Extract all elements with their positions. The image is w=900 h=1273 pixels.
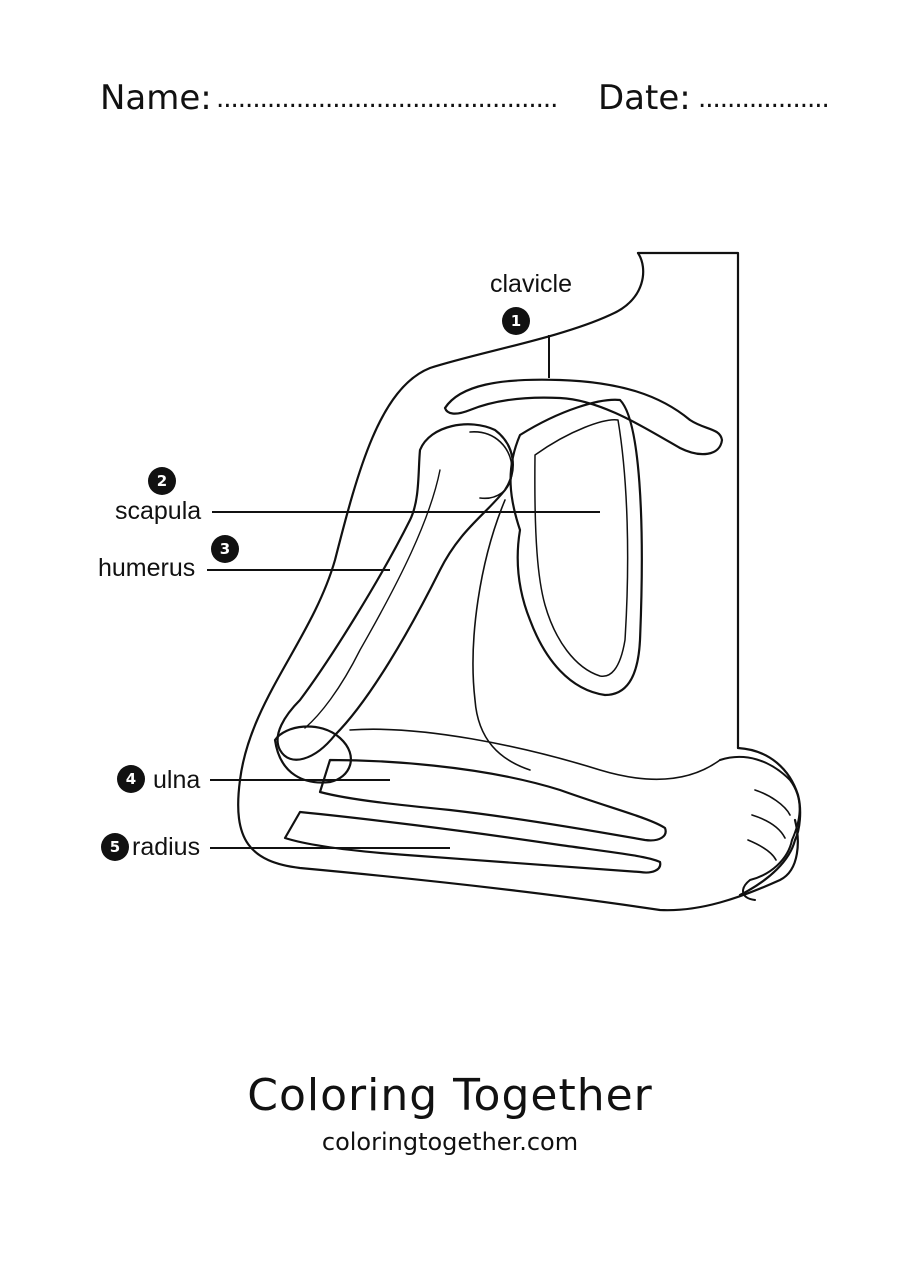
forearm-top bbox=[736, 746, 802, 897]
finger-lines bbox=[747, 789, 791, 861]
scapula-bone bbox=[509, 398, 643, 697]
clavicle-bone bbox=[443, 378, 724, 456]
label-text-ulna: ulna bbox=[153, 766, 200, 794]
number-badge-3 bbox=[211, 535, 239, 563]
number-badge-5 bbox=[101, 833, 129, 861]
number-5: 5 bbox=[110, 838, 120, 856]
number-badge-4 bbox=[117, 765, 145, 793]
name-blank: ........................................… bbox=[216, 84, 558, 114]
brand-logo-text: Coloring Together bbox=[247, 1070, 653, 1121]
scapula-inner bbox=[534, 419, 629, 678]
ulna-bone bbox=[318, 758, 667, 842]
number-badge-1 bbox=[502, 307, 530, 335]
label-clavicle: clavicle 1 bbox=[490, 270, 572, 335]
neck-curve bbox=[237, 251, 799, 912]
label-humerus: 3 humerus bbox=[98, 535, 239, 582]
brand-url[interactable]: coloringtogether.com bbox=[321, 1128, 579, 1156]
number-3: 3 bbox=[220, 540, 230, 558]
number-4: 4 bbox=[126, 770, 136, 788]
label-scapula: 2 scapula bbox=[115, 467, 201, 525]
fist bbox=[719, 755, 801, 901]
label-text-clavicle: clavicle bbox=[490, 270, 572, 298]
name-label: Name: bbox=[100, 78, 212, 118]
humerus-inner bbox=[304, 469, 441, 729]
forearm-muscle bbox=[349, 728, 721, 781]
upper-arm-muscle bbox=[472, 499, 531, 771]
label-ulna: 4 ulna bbox=[117, 765, 200, 794]
humerus-bone bbox=[276, 423, 514, 761]
label-text-humerus: humerus bbox=[98, 554, 195, 582]
label-radius: 5 radius bbox=[101, 833, 200, 861]
date-blank: .................. bbox=[698, 84, 830, 114]
number-1: 1 bbox=[511, 312, 521, 330]
worksheet-header: Name: ..................................… bbox=[100, 78, 860, 128]
radius-bone bbox=[283, 810, 662, 874]
number-2: 2 bbox=[157, 472, 167, 490]
arm-outline bbox=[636, 251, 740, 750]
humerus-head bbox=[469, 431, 513, 500]
number-badge-2 bbox=[148, 467, 176, 495]
date-label: Date: bbox=[598, 78, 691, 118]
label-text-scapula: scapula bbox=[115, 497, 201, 525]
elbow-joint bbox=[273, 725, 352, 784]
label-text-radius: radius bbox=[132, 833, 200, 861]
